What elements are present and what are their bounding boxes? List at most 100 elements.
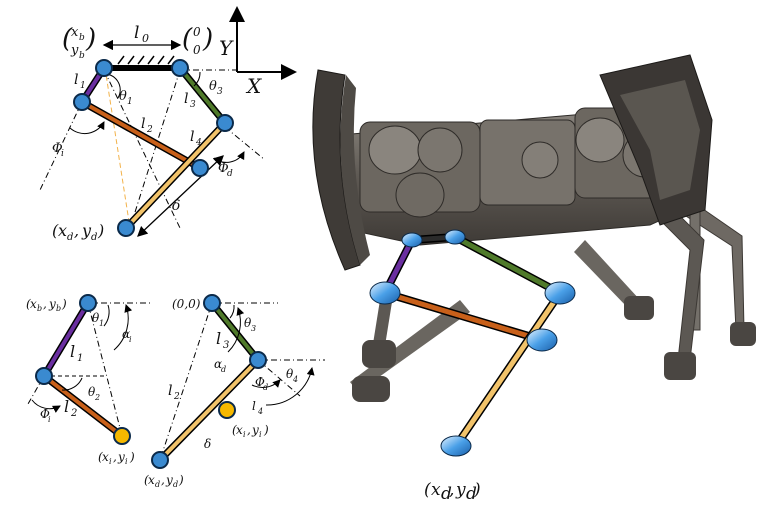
svg-text:3: 3	[251, 324, 256, 333]
svg-text:x: x	[236, 423, 243, 437]
bottom-right-diagram: (0,0) θ 3 l 3 α d l 2 Φ d θ 4 l 4 ( x i …	[144, 294, 325, 489]
br-l2: l	[168, 383, 172, 399]
svg-text:4: 4	[257, 407, 263, 416]
svg-text:2: 2	[94, 393, 100, 402]
svg-text:y: y	[48, 297, 56, 311]
svg-text:0: 0	[142, 32, 149, 45]
svg-text:,: ,	[113, 450, 117, 464]
svg-text:(: (	[26, 297, 31, 311]
phi-d-label: Φ	[218, 161, 229, 176]
svg-text:3: 3	[223, 340, 229, 351]
svg-text:i: i	[61, 149, 64, 159]
svg-text:x: x	[148, 473, 155, 487]
bl-base-label: ( x b , y b )	[26, 297, 67, 313]
svg-text:): )	[202, 24, 213, 54]
svg-text:4: 4	[195, 138, 202, 148]
svg-text:): )	[129, 450, 135, 464]
svg-text:(: (	[52, 221, 59, 240]
svg-text:y: y	[70, 43, 79, 58]
svg-text:0: 0	[193, 25, 201, 39]
axis-y-label: Y	[219, 36, 234, 60]
svg-text:,: ,	[74, 221, 79, 240]
svg-text:i: i	[109, 457, 112, 466]
svg-text:y: y	[251, 423, 259, 437]
br-alpha: α	[214, 357, 222, 371]
br-theta4: θ	[286, 367, 294, 381]
svg-text:(: (	[182, 24, 193, 54]
base-coord-label: ( x b y b )	[62, 24, 96, 61]
axis-x-label: X	[245, 74, 262, 98]
svg-text:y: y	[117, 450, 125, 464]
svg-text:x: x	[102, 450, 109, 464]
svg-text:x: x	[431, 480, 441, 500]
axes: Y X	[219, 6, 297, 98]
svg-text:d: d	[91, 232, 97, 243]
svg-text:1: 1	[127, 97, 133, 107]
svg-text:x: x	[58, 221, 67, 240]
l2-label: l	[141, 116, 145, 132]
br-origin: (0,0)	[172, 297, 201, 311]
svg-text:y: y	[455, 480, 466, 500]
svg-text:2: 2	[173, 392, 180, 402]
svg-text:(: (	[424, 480, 431, 500]
svg-text:i: i	[48, 415, 51, 424]
svg-text:x: x	[71, 25, 79, 40]
svg-text:d: d	[221, 365, 226, 374]
theta1-label: θ	[119, 89, 127, 104]
svg-text:2: 2	[70, 408, 77, 419]
svg-text:d: d	[466, 484, 477, 504]
svg-text:): )	[97, 221, 104, 240]
svg-text:d: d	[67, 232, 73, 243]
theta3-label: θ	[209, 79, 217, 94]
svg-text:d: d	[227, 169, 233, 179]
l1-label: l	[74, 72, 78, 88]
svg-text:,: ,	[449, 480, 454, 500]
br-delta: δ	[204, 437, 211, 451]
bl-l1: l	[70, 342, 75, 361]
svg-text:b: b	[56, 304, 61, 313]
svg-text:(: (	[98, 450, 103, 464]
svg-text:1: 1	[99, 319, 104, 328]
svg-text:3: 3	[217, 87, 223, 97]
robot-render: ( x d , y d )	[312, 54, 756, 504]
svg-text:): )	[61, 297, 67, 311]
l3-label: l	[184, 91, 188, 107]
svg-text:i: i	[259, 430, 262, 439]
l4-label: l	[190, 129, 194, 145]
bl-l2: l	[64, 397, 69, 416]
svg-text:1: 1	[77, 353, 83, 364]
svg-text:d: d	[441, 484, 452, 504]
svg-text:): )	[473, 480, 481, 500]
svg-text:i: i	[243, 430, 246, 439]
l0-label: l	[134, 23, 139, 43]
svg-text:d: d	[263, 383, 268, 392]
svg-text:): )	[85, 24, 96, 54]
svg-text:y: y	[81, 221, 92, 240]
br-phi: Φ	[255, 375, 265, 389]
svg-text:): )	[178, 473, 184, 487]
bl-theta2: θ	[88, 385, 96, 399]
robot-foot-label: ( x d , y d )	[424, 480, 481, 504]
br-l3: l	[216, 329, 221, 348]
bottom-left-diagram: ( x b , y b ) θ 1 α i l 1 θ 2 l 2 Φ i ( …	[26, 294, 150, 466]
robot-joints	[369, 229, 576, 457]
svg-text:d: d	[173, 480, 178, 489]
svg-text:,: ,	[247, 423, 251, 437]
svg-text:1: 1	[80, 81, 86, 91]
svg-text:b: b	[79, 51, 85, 61]
delta-label: δ	[172, 198, 180, 214]
bl-alpha: α	[122, 327, 130, 341]
origin-label: ( 0 0 )	[182, 24, 213, 57]
svg-text:,: ,	[43, 297, 47, 311]
svg-text:i: i	[125, 457, 128, 466]
bl-phi: Φ	[40, 407, 50, 421]
bl-theta1: θ	[92, 311, 100, 325]
svg-text:x: x	[30, 297, 37, 311]
svg-text:2: 2	[146, 125, 153, 135]
svg-text:): )	[263, 423, 269, 437]
phi-i-label: Φ	[52, 141, 63, 156]
br-mid-label: ( x i , y i )	[232, 423, 269, 439]
svg-text:d: d	[155, 480, 160, 489]
